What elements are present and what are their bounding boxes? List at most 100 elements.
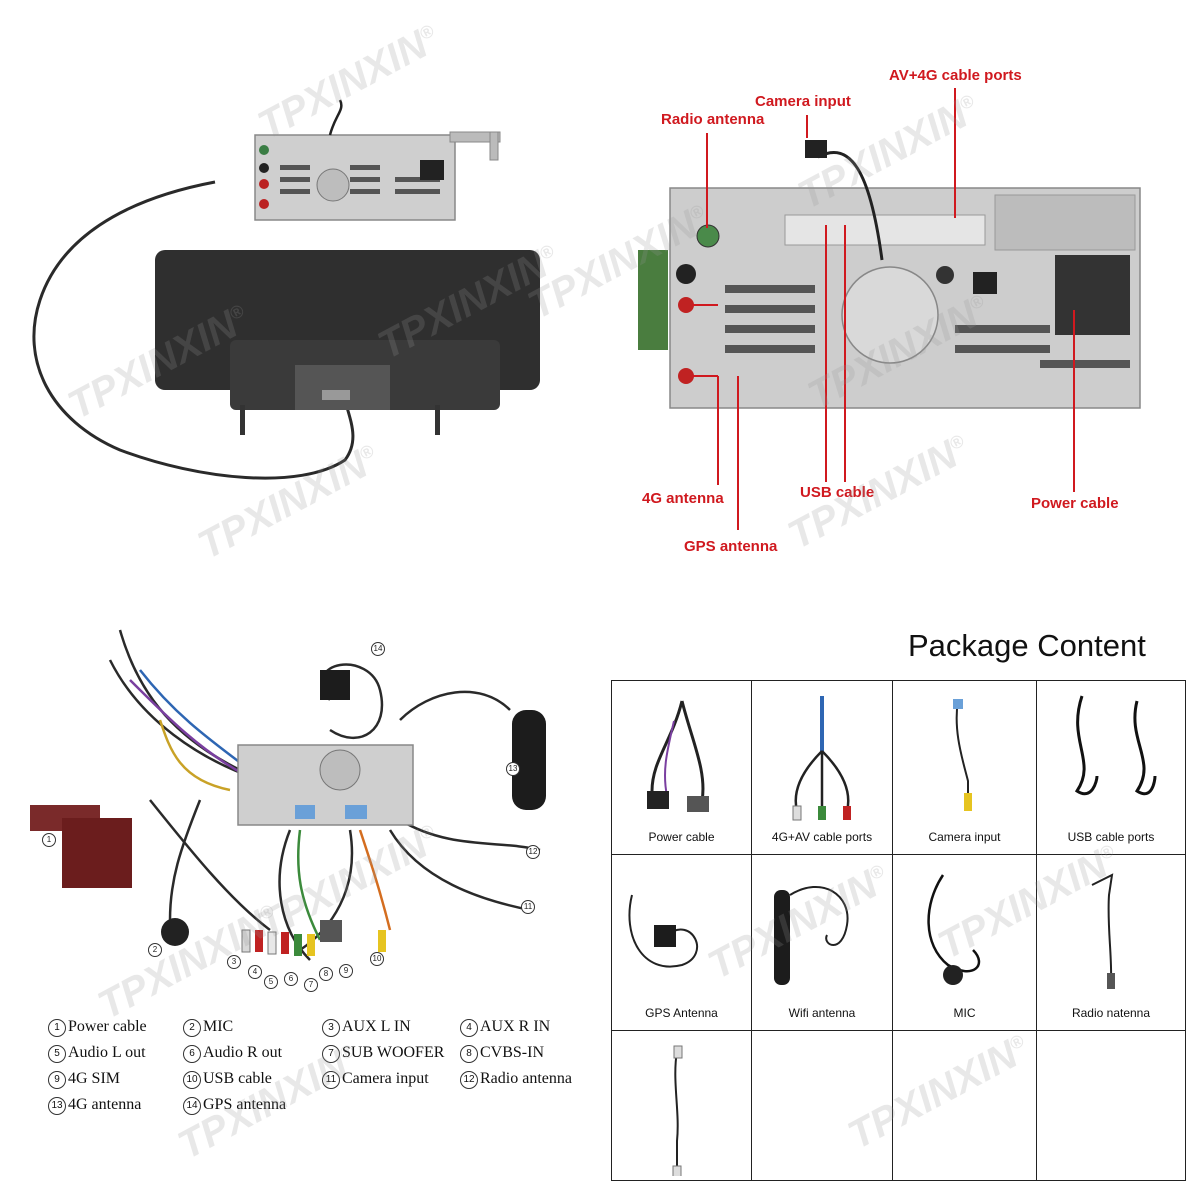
label-gps-antenna: GPS antenna — [684, 538, 778, 555]
label-power-cable: Power cable — [1031, 495, 1119, 512]
package-cell — [1036, 1030, 1186, 1181]
legend-number: 12 — [460, 1071, 478, 1089]
package-item-label: Radio natenna — [1071, 1006, 1151, 1020]
label-av-4g-ports: AV+4G cable ports — [889, 67, 1022, 84]
label-usb-cable: USB cable — [800, 484, 875, 501]
label-radio-antenna: Radio antenna — [661, 111, 765, 128]
label-camera-input: Camera input — [755, 93, 851, 110]
callout-6: 6 — [284, 972, 298, 986]
legend-text: 4G SIM — [68, 1070, 121, 1087]
legend-number: 11 — [322, 1071, 340, 1089]
package-item-label: Power cable — [648, 830, 715, 844]
legend-number: 4 — [460, 1019, 478, 1037]
power-cable-harness-icon — [647, 700, 709, 812]
package-cell: USB cable ports — [1036, 680, 1186, 855]
back-panel-illustration — [638, 88, 1141, 530]
callout-12: 12 — [526, 845, 540, 859]
package-cell: GPS Antenna — [611, 854, 752, 1031]
radio-antenna-adapter-icon — [1091, 873, 1115, 989]
legend-number: 10 — [183, 1071, 201, 1089]
callout-8: 8 — [319, 967, 333, 981]
legend-text: USB cable — [203, 1070, 272, 1087]
usb-cable-icon — [1074, 695, 1157, 796]
callout-3: 3 — [227, 955, 241, 969]
callout-10: 10 — [370, 952, 384, 966]
legend-number: 2 — [183, 1019, 201, 1037]
package-content-title: Package Content — [908, 628, 1146, 663]
package-cell — [611, 1030, 752, 1181]
label-4g-antenna: 4G antenna — [642, 490, 724, 507]
wiring-harness-photo: 14 13 1 12 11 2 3 4 5 6 7 8 9 10 — [0, 600, 600, 1010]
callout-13: 13 — [506, 762, 520, 776]
package-cell: Wifi antenna — [751, 854, 893, 1031]
package-cell: MIC — [892, 854, 1037, 1031]
package-item-label: USB cable ports — [1067, 830, 1155, 844]
legend-text: Radio antenna — [480, 1070, 572, 1087]
callout-1: 1 — [42, 833, 56, 847]
legend-text: AUX L IN — [342, 1018, 411, 1035]
legend-text: Camera input — [342, 1070, 429, 1087]
legend-number: 6 — [183, 1045, 201, 1063]
camera-input-cable-icon — [953, 699, 972, 811]
gps-antenna-icon — [628, 894, 699, 968]
legend-text: SUB WOOFER — [342, 1044, 445, 1061]
package-cell: Camera input — [892, 680, 1037, 855]
legend-text: Power cable — [68, 1018, 147, 1035]
legend-text: Audio R out — [203, 1044, 283, 1061]
legend-number: 3 — [322, 1019, 340, 1037]
callout-14: 14 — [371, 642, 385, 656]
package-cell — [751, 1030, 893, 1181]
package-item-label: Camera input — [928, 830, 1001, 844]
legend-text: AUX R IN — [480, 1018, 551, 1035]
legend-number: 1 — [48, 1019, 66, 1037]
legend-number: 8 — [460, 1045, 478, 1063]
legend-text: GPS antenna — [203, 1096, 287, 1113]
legend-text: MIC — [203, 1018, 234, 1035]
microphone-icon — [927, 874, 981, 985]
package-cell — [892, 1030, 1037, 1181]
legend-number: 9 — [48, 1071, 66, 1089]
legend-text: CVBS-IN — [480, 1044, 545, 1061]
callout-4: 4 — [248, 965, 262, 979]
package-cell: Radio natenna — [1036, 854, 1186, 1031]
package-item-label: 4G+AV cable ports — [771, 830, 873, 844]
back-panel-diagram: AV+4G cable ports Camera input Radio ant… — [600, 0, 1200, 580]
legend-number: 5 — [48, 1045, 66, 1063]
package-item-label: Wifi antenna — [788, 1006, 856, 1020]
av-4g-cable-icon — [792, 696, 851, 821]
legend-number: 7 — [322, 1045, 340, 1063]
package-item-label: MIC — [953, 1006, 976, 1020]
extension-cable-icon — [672, 1045, 683, 1176]
callout-11: 11 — [521, 900, 535, 914]
callout-7: 7 — [304, 978, 318, 992]
package-content-table: Power cable 4G+AV cable ports Camera input… — [611, 680, 1186, 1181]
legend-number: 13 — [48, 1097, 66, 1115]
callout-2: 2 — [148, 943, 162, 957]
legend-text: Audio L out — [68, 1044, 146, 1061]
package-item-label: GPS Antenna — [645, 1006, 718, 1020]
wifi-antenna-icon — [774, 885, 849, 985]
head-unit-photo — [0, 0, 600, 580]
callout-9: 9 — [339, 964, 353, 978]
package-cell: 4G+AV cable ports — [751, 680, 893, 855]
package-cell: Power cable — [611, 680, 752, 855]
legend-text: 4G antenna — [68, 1096, 142, 1113]
callout-5: 5 — [264, 975, 278, 989]
legend-number: 14 — [183, 1097, 201, 1115]
head-unit-illustration — [32, 99, 540, 480]
wiring-harness-illustration — [30, 629, 546, 961]
